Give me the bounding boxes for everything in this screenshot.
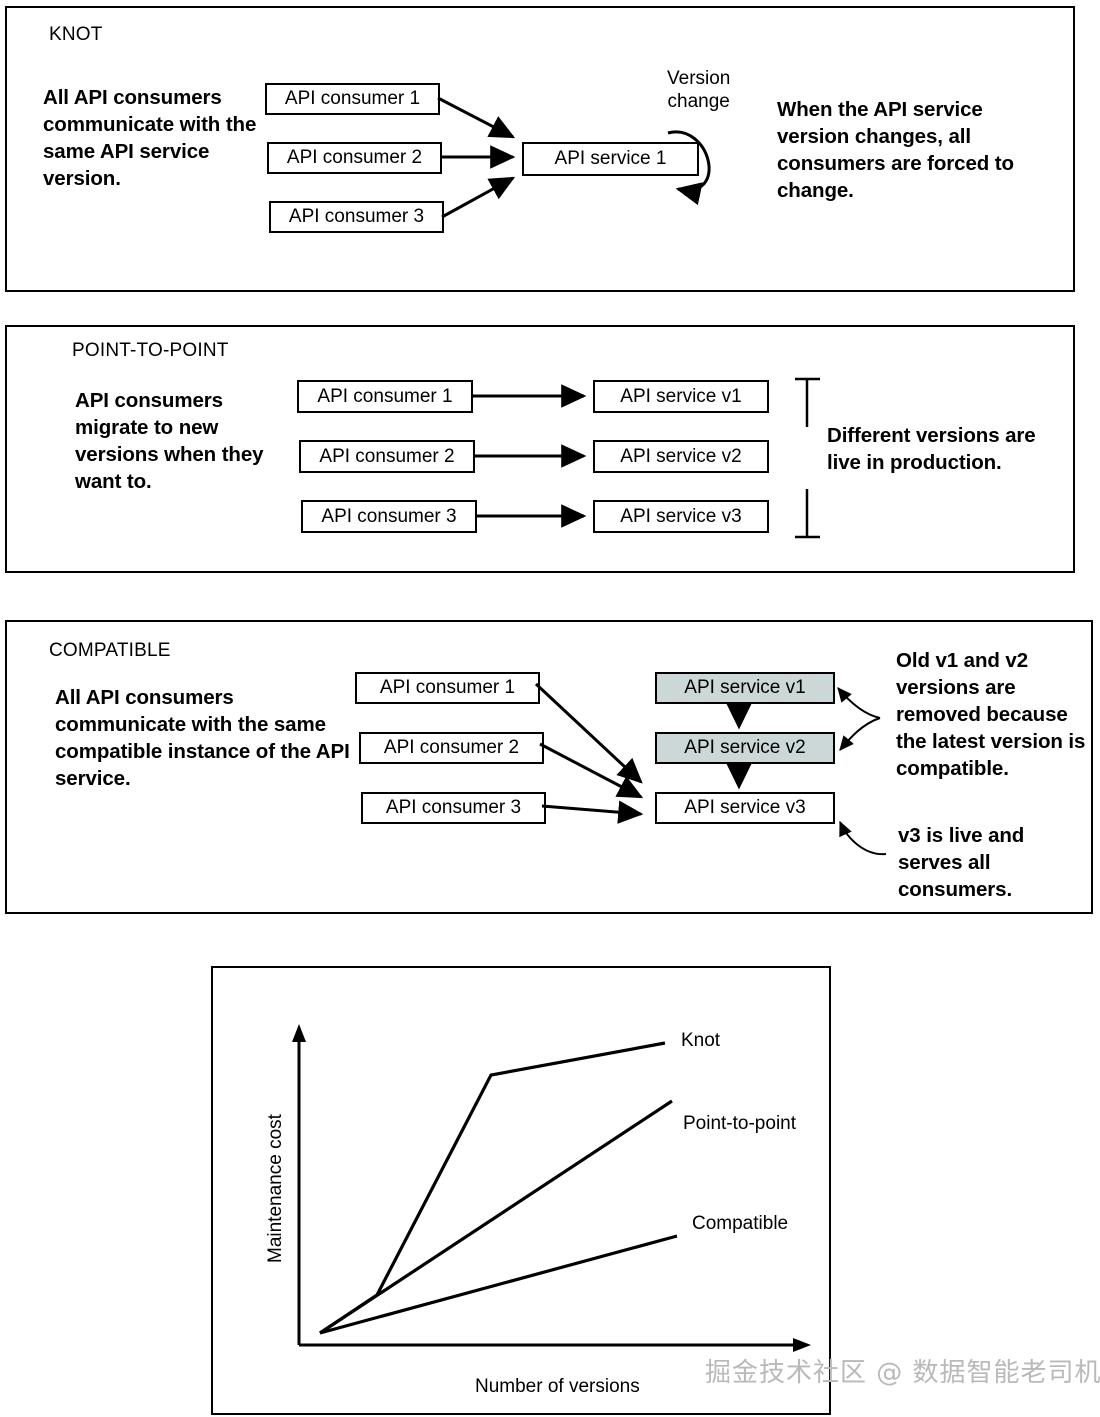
panel-chart: Maintenance cost Number of versions Knot… — [211, 966, 831, 1415]
compat-service-v3[interactable]: API service v3 — [655, 792, 835, 824]
chart-series-label-point-to-point: Point-to-point — [683, 1113, 797, 1134]
panel-compatible-caption: All API consumers communicate with the s… — [55, 686, 350, 791]
knot-version-change-line2: change — [667, 90, 730, 112]
chart-series-label-compatible: Compatible — [692, 1213, 789, 1234]
p2p-note: Different versions are live in productio… — [827, 424, 1036, 475]
knot-version-change-label: Version change — [667, 68, 730, 114]
panel-point-to-point: POINT-TO-POINT API consumers migrate to … — [5, 325, 1075, 573]
p2p-service-v2[interactable]: API service v2 — [593, 440, 769, 473]
compat-note-bottom: v3 is live and serves all consumers. — [898, 824, 1025, 902]
compat-consumer-1[interactable]: API consumer 1 — [355, 672, 540, 704]
watermark: 掘金技术社区 @ 数据智能老司机 — [705, 1358, 1100, 1388]
compat-note-top: Old v1 and v2 versions are removed becau… — [896, 649, 1086, 781]
panel-point-to-point-title: POINT-TO-POINT — [72, 340, 229, 361]
p2p-consumer-3[interactable]: API consumer 3 — [301, 500, 477, 533]
chart-x-axis-label: Number of versions — [475, 1376, 640, 1397]
compat-consumer-3[interactable]: API consumer 3 — [361, 792, 546, 824]
knot-consumer-2[interactable]: API consumer 2 — [267, 142, 442, 174]
compat-consumer-2[interactable]: API consumer 2 — [359, 732, 544, 764]
p2p-consumer-1[interactable]: API consumer 1 — [297, 380, 473, 413]
knot-version-change-line1: Version — [667, 68, 731, 89]
knot-consumer-1[interactable]: API consumer 1 — [265, 83, 440, 115]
panel-knot-caption: All API consumers communicate with the s… — [43, 86, 257, 191]
p2p-consumer-2[interactable]: API consumer 2 — [299, 440, 475, 473]
panel-point-to-point-caption: API consumers migrate to new versions wh… — [75, 389, 264, 494]
compat-service-v1[interactable]: API service v1 — [655, 672, 835, 704]
p2p-service-v3[interactable]: API service v3 — [593, 500, 769, 533]
knot-note: When the API service version changes, al… — [777, 98, 1014, 203]
chart-series-label-knot: Knot — [681, 1030, 721, 1051]
knot-service-1[interactable]: API service 1 — [522, 142, 699, 176]
chart-y-axis-label: Maintenance cost — [265, 1114, 286, 1263]
panel-knot-title: KNOT — [49, 24, 103, 45]
panel-compatible: COMPATIBLE All API consumers communicate… — [5, 620, 1093, 914]
compat-service-v2[interactable]: API service v2 — [655, 732, 835, 764]
knot-consumer-3[interactable]: API consumer 3 — [269, 201, 444, 233]
p2p-service-v1[interactable]: API service v1 — [593, 380, 769, 413]
panel-knot: KNOT All API consumers communicate with … — [5, 6, 1075, 292]
panel-compatible-title: COMPATIBLE — [49, 640, 171, 661]
